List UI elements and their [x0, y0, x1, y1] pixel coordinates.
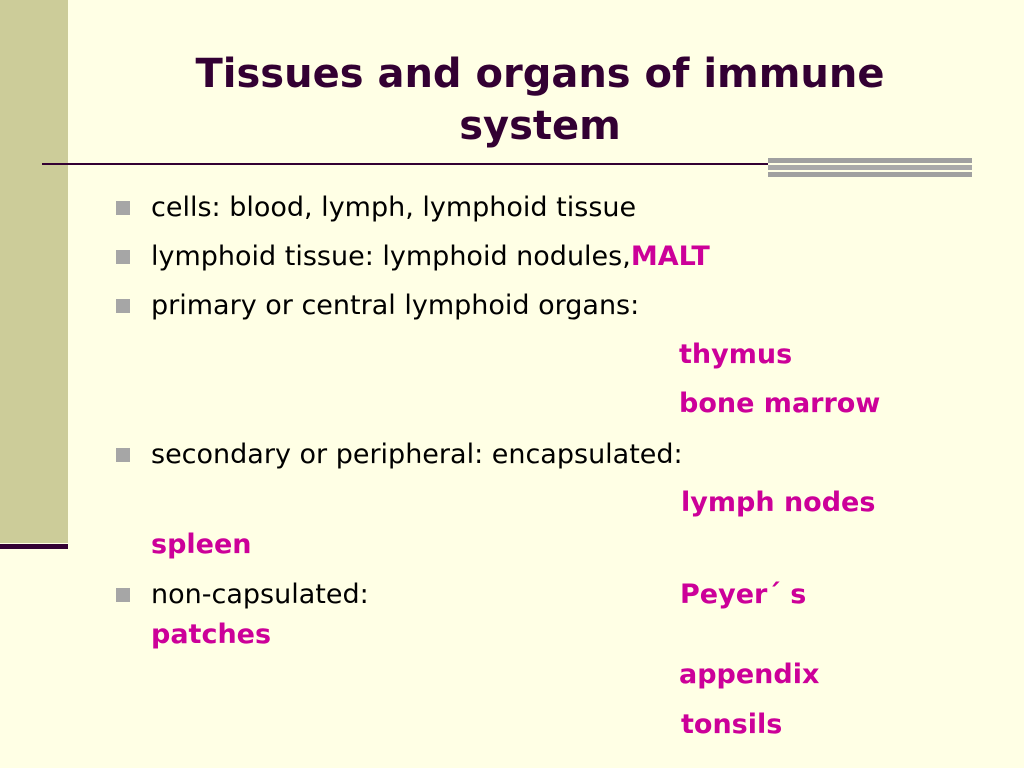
bullet-text-cells: cells: blood, lymph, lymphoid tissue: [151, 192, 637, 223]
organ-spleen: spleen: [151, 529, 252, 560]
divider-accent: [768, 158, 972, 178]
bullet-icon: [116, 250, 130, 264]
divider-stripe: [768, 165, 972, 170]
sidebar-decoration: [0, 0, 68, 543]
slide-title: Tissues and organs of immune system: [100, 48, 980, 152]
organ-lymph-nodes: lymph nodes: [681, 487, 876, 518]
bullet-text-lymphoid-tissue: lymphoid tissue: lymphoid nodules,MALT: [151, 239, 710, 275]
title-divider: [42, 163, 768, 165]
organ-peyers: Peyer´ s: [680, 579, 807, 610]
organ-bone-marrow: bone marrow: [679, 388, 881, 419]
divider-stripe: [768, 172, 972, 177]
bullet-icon: [116, 201, 130, 215]
organ-thymus: thymus: [679, 339, 793, 370]
malt-highlight: MALT: [630, 241, 710, 272]
bullet-icon: [116, 299, 130, 313]
bullet-icon: [116, 588, 130, 602]
organ-tonsils: tonsils: [681, 709, 783, 740]
bullet-text-secondary-organs: secondary or peripheral: encapsulated:: [151, 439, 683, 470]
divider-stripe: [768, 158, 972, 163]
organ-patches: patches: [151, 619, 272, 650]
sidebar-accent-mark: [0, 544, 68, 549]
title-line-2: system: [459, 103, 621, 149]
title-line-1: Tissues and organs of immune: [195, 51, 885, 97]
bullet-text-primary-organs: primary or central lymphoid organs:: [151, 290, 640, 321]
bullet-text-non-capsulated: non-capsulated:: [151, 579, 369, 610]
bullet-text-lymphoid-tissue-label: lymphoid tissue: lymphoid nodules,: [151, 241, 631, 272]
bullet-icon: [116, 448, 130, 462]
organ-appendix: appendix: [679, 659, 820, 690]
